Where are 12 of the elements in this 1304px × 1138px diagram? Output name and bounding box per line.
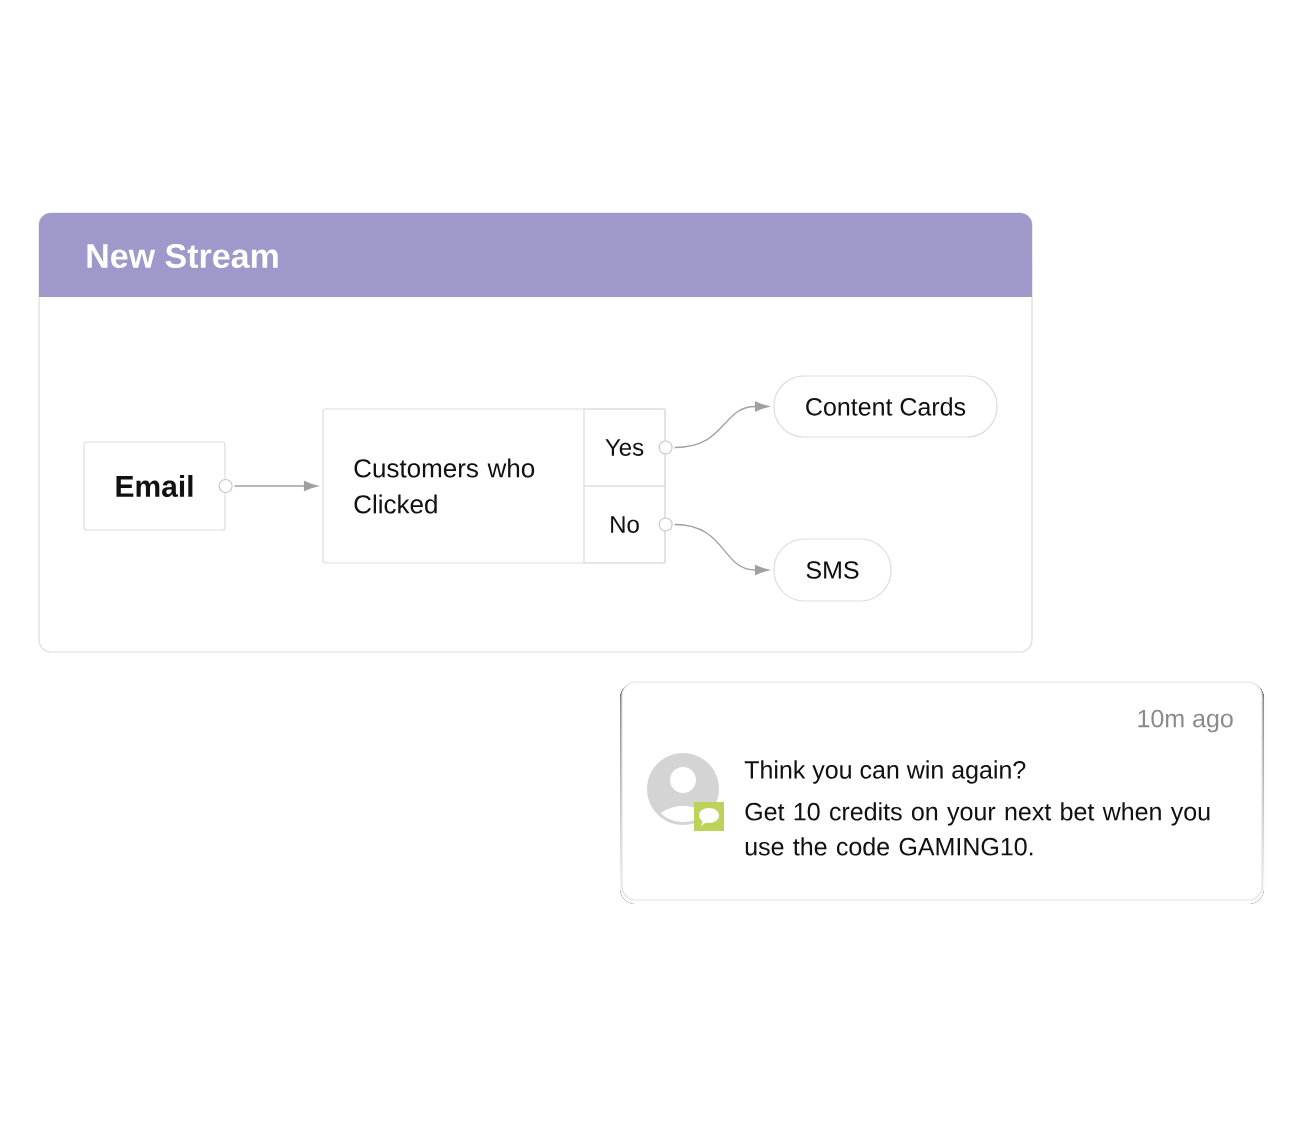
channel-pill: Content Cards	[773, 375, 998, 438]
message-title: Think you can win again?	[744, 760, 1026, 784]
header-bar: New Stream	[39, 213, 1032, 297]
timestamp: 10m ago	[1138, 709, 1233, 733]
channel-pill: SMS	[773, 538, 892, 602]
branch-cell: No	[583, 485, 666, 564]
message-text: Get 10 credits on your next bet when you use the code GAMING10.	[745, 802, 1210, 856]
arrow	[233, 480, 318, 492]
arrow	[673, 401, 769, 449]
process-box: Email	[83, 441, 226, 531]
branch-cell: Yes	[583, 408, 666, 487]
arrow	[673, 523, 769, 576]
